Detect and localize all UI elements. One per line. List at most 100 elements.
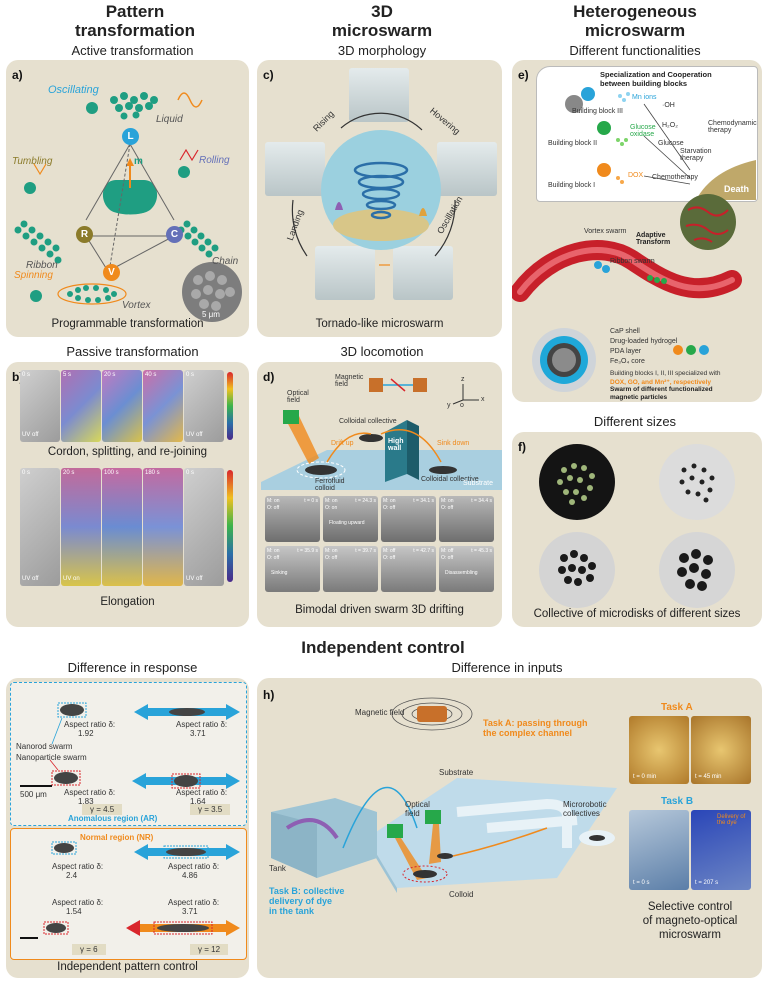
- uv-on-1: UV on: [63, 576, 80, 582]
- frame-bl-text: O: on: [325, 505, 338, 511]
- morph-hovering-img: [437, 142, 497, 196]
- elong-frame-4: [143, 468, 183, 586]
- frame-tr-text: t = 0 s: [304, 498, 318, 504]
- label-scale-g: 500 μm: [20, 790, 47, 799]
- panel-a-label: a): [12, 68, 23, 82]
- label-spinning: Spinning: [14, 270, 53, 281]
- ar-value-1: 1.92: [78, 729, 94, 738]
- frame-tr-text: t = 35.9 s: [297, 548, 318, 554]
- frame-bl-text: O: off: [441, 555, 454, 561]
- label-colloid: Colloid: [449, 890, 474, 899]
- gamma-3: γ = 6: [72, 944, 106, 955]
- frame-mid-text: Disassembling: [445, 570, 478, 576]
- frame-bl-text: O: off: [267, 555, 280, 561]
- ar-label-2: Aspect ratio δ:3.71: [176, 720, 228, 738]
- drift-frame: M: on t = 39.7 s O: off: [323, 546, 378, 592]
- axis-z: z: [461, 376, 465, 383]
- label-chemodynamic: Chemodynamic therapy: [708, 120, 757, 134]
- frame-tl-text: M: off: [441, 548, 454, 554]
- time-b1-4: 0 s: [186, 372, 195, 378]
- caption-b2: Elongation: [100, 596, 155, 608]
- ar-label-5: Aspect ratio δ:2.4: [52, 862, 104, 880]
- frame-tr-text: t = 24.3 s: [355, 498, 376, 504]
- label-liquid: Liquid: [156, 114, 183, 125]
- ar-value-7: 1.54: [66, 907, 82, 916]
- label-drift-up: Drift up: [331, 440, 354, 447]
- gamma-2: γ = 3.5: [190, 804, 231, 815]
- task-a-time-1: t = 0 min: [633, 774, 657, 780]
- ar-label-1: Aspect ratio δ:1.92: [64, 720, 116, 738]
- subtitle-passive: Passive transformation: [66, 344, 199, 359]
- frame-bl-text: O: off: [383, 505, 396, 511]
- frame-tl-text: M: on: [267, 548, 280, 554]
- panel-d-label: d): [263, 370, 275, 384]
- ar-value-2: 3.71: [190, 729, 206, 738]
- ar-value-6: 4.86: [182, 871, 198, 880]
- panel-b-label: b): [12, 370, 24, 384]
- time-b1-1: 5 s: [63, 372, 72, 378]
- morph-col-1-img: [315, 246, 375, 300]
- caption-d: Bimodal driven swarm 3D drifting: [295, 604, 464, 616]
- axis-o: o: [460, 402, 464, 409]
- cordon-frame-5: [184, 370, 224, 442]
- frame-tr-text: t = 45.3 s: [471, 548, 492, 554]
- label-death: Death: [724, 184, 750, 194]
- caption-g: Independent pattern control: [57, 961, 198, 973]
- label-h2o2: H₂O₂: [662, 122, 678, 129]
- panel-f: f) Collective of microdisks of different…: [512, 432, 762, 627]
- node-V: V: [103, 264, 120, 281]
- caption-b1: Cordon, splitting, and re-joining: [47, 446, 208, 458]
- ar-value-3: 1.83: [78, 797, 94, 806]
- uv-off-4: UV off: [186, 576, 203, 582]
- axis-x: x: [481, 396, 485, 403]
- label-substrate-d: Substrate: [463, 480, 493, 487]
- label-vortex-swarm: Vortex swarm: [584, 228, 627, 235]
- ar-label-6: Aspect ratio δ:4.86: [168, 862, 220, 880]
- time-b2-3: 180 s: [145, 470, 160, 476]
- ar-label-7: Aspect ratio δ:1.54: [52, 898, 104, 916]
- cooperation-title: Specialization and Cooperation between b…: [600, 70, 712, 88]
- task-b-img-2: [691, 810, 751, 890]
- panel-c-label: c): [263, 68, 274, 82]
- frame-tl-text: M: on: [325, 548, 338, 554]
- label-glucose-oxidase: Glucose oxidase: [630, 124, 656, 138]
- label-tumbling: Tumbling: [12, 156, 53, 167]
- gamma-1: γ = 4.5: [82, 804, 123, 815]
- elong-frame-1: [20, 468, 60, 586]
- task-b-time-1: t = 0 s: [633, 880, 650, 886]
- panel-b: b) 0 s 5 s 20 s 40 s 0 s UV off UV off C…: [6, 362, 249, 627]
- frame-tr-text: t = 39.7 s: [355, 548, 376, 554]
- node-L: L: [122, 128, 139, 145]
- time-b1-0: 0 s: [22, 372, 31, 378]
- ar-value-5: 2.4: [66, 871, 78, 880]
- subtitle-active: Active transformation: [71, 43, 194, 58]
- label-oh: ·OH: [662, 102, 675, 109]
- axis-y: y: [447, 402, 451, 409]
- caption-h: Selective control of magneto-optical mic…: [642, 901, 738, 941]
- label-normal: Normal region (NR): [80, 833, 154, 842]
- label-vortex: Vortex: [122, 300, 151, 311]
- time-b2-4: 0 s: [186, 470, 195, 476]
- frame-tl-text: M: on: [325, 498, 338, 504]
- subtitle-inputs: Difference in inputs: [451, 660, 563, 675]
- cordon-frame-3: [102, 370, 142, 442]
- section-independent: Independent control: [301, 638, 465, 657]
- uv-off-1: UV off: [22, 432, 39, 438]
- elong-frame-2: [61, 468, 101, 586]
- panel-c: c) Rising Hovering Oscillation Landing T…: [257, 60, 502, 337]
- functionalization-diagram: [512, 87, 756, 392]
- label-high-wall: High wall: [388, 438, 404, 452]
- frame-tr-text: t = 34.1 s: [413, 498, 434, 504]
- panel-e: e) Specialization and Cooperation betwee…: [512, 60, 762, 402]
- ar-value-8: 3.71: [182, 907, 198, 916]
- frame-bl-text: O: off: [325, 555, 338, 561]
- caption-c: Tornado-like microswarm: [315, 318, 444, 330]
- layer-hydrogel: Drug-loaded hydrogel: [610, 338, 678, 345]
- label-block3: Building block III: [572, 108, 623, 115]
- panel-d: d) Magnetic field Optical field Colloida…: [257, 362, 502, 627]
- subtitle-locomotion: 3D locomotion: [340, 344, 424, 359]
